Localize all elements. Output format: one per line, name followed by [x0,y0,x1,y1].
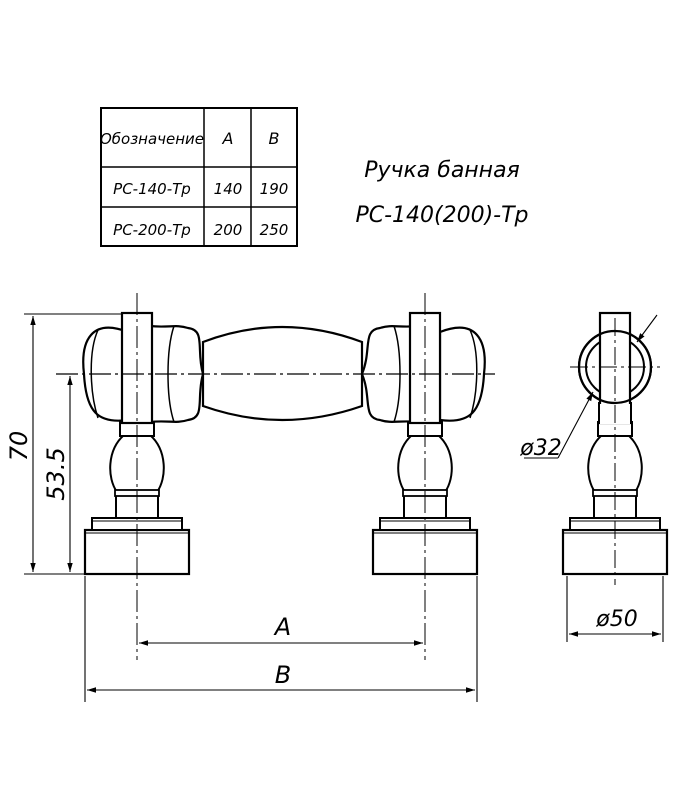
spec-table: Обозначение А В РС-140-Тр 140 190 РС-200… [100,107,298,247]
table-cell-row2-b: 250 [260,221,289,239]
drawing-model: РС-140(200)-Тр [355,203,528,228]
dimension-length-b: B [275,661,291,689]
dimension-base-diameter: ø50 [595,607,637,632]
dimension-height-axis: 53.5 [42,447,70,500]
dimension-length-a: A [273,613,291,641]
dimension-height-total: 70 [5,431,33,462]
table-cell-row1-designation: РС-140-Тр [113,180,191,198]
table-header-designation: Обозначение [100,130,204,148]
table-cell-row2-a: 200 [214,221,243,239]
dimension-lines [24,313,664,702]
front-view-handle [56,293,495,660]
table-header-a: А [222,129,234,148]
dimension-tube-diameter: ø32 [519,436,561,461]
table-header-b: В [269,129,280,148]
drawing-title: Ручка банная [364,158,520,183]
side-view-handle [561,311,669,585]
table-cell-row1-b: 190 [260,180,289,198]
table-cell-row2-designation: РС-200-Тр [113,221,191,239]
table-cell-row1-a: 140 [214,180,243,198]
